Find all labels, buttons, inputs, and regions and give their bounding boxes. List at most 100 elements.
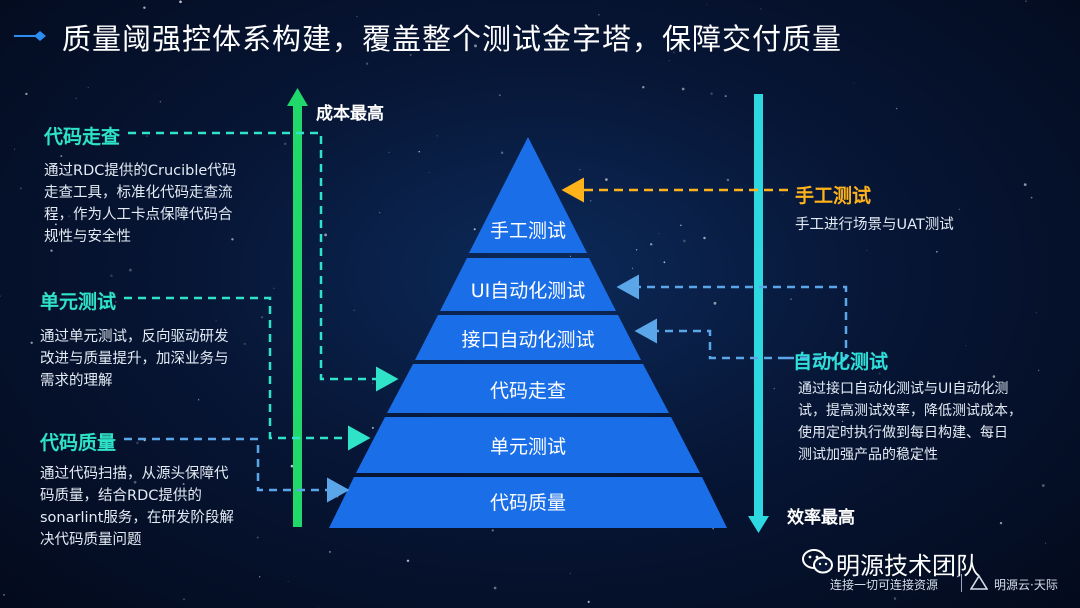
star [25,92,28,96]
star [790,298,792,300]
star [681,87,685,91]
star [713,301,717,305]
star [231,238,234,241]
cost-arrow [287,88,308,527]
star [243,342,246,345]
star [54,223,57,226]
star [680,224,682,227]
star [642,86,645,89]
star [500,151,504,155]
star [143,6,146,9]
star [853,82,855,84]
footer-separator [961,574,962,592]
star [365,62,369,65]
star [45,477,49,481]
star [1041,484,1045,488]
star [54,213,56,215]
star [436,134,439,137]
star [726,178,730,182]
star [256,536,259,539]
star [429,172,430,174]
star [569,255,571,257]
connector-api-auto [634,318,786,360]
pyramid-layer-manual [469,137,587,253]
code-review-title: 代码走查 [44,126,121,148]
star [356,16,358,18]
desc-line: 改进与质量提升，加深业务与 [40,351,229,367]
star [956,575,959,578]
pyramid-layer-ui [440,258,616,311]
star [900,453,904,456]
star [1023,183,1027,186]
manual-test-title: 手工测试 [795,185,872,207]
footer-brand: 明源技术团队 [836,552,980,580]
code-review-desc: 通过RDC提供的Crucible代码 走查工具，标准化代码走查流 程，作为人工卡… [44,160,284,248]
connector-unit-test [124,296,371,451]
star [493,586,497,590]
star [532,30,535,33]
pyramid-layer-unit [356,417,700,473]
star [215,320,217,322]
star [68,215,70,217]
star [1044,542,1047,544]
code-quality-title: 代码质量 [40,432,117,454]
star [30,341,33,344]
star [50,249,53,252]
pyramid-label-unit: 单元测试 [489,436,566,458]
star [183,598,185,601]
pyramid-layer-quality [329,477,727,528]
desc-line: 规性与安全性 [44,229,131,245]
star [179,0,182,4]
footer-sub-brand: 明源云·天际 [994,578,1058,592]
pyramid-label-ui: UI自动化测试 [470,280,586,302]
desc-line: 决代码质量问题 [40,532,142,548]
star [136,441,139,445]
star [128,268,132,272]
star [1037,369,1040,372]
title-diamond-icon [14,31,46,41]
star [961,407,963,410]
star [958,208,961,211]
desc-line: 测试加强产品的稳定性 [798,447,938,463]
star [668,60,670,61]
star [1030,196,1033,199]
desc-line: 试，提高测试效率，降低测试成本， [798,403,1022,419]
star [936,250,938,253]
star [632,267,634,269]
star [841,420,844,423]
pyramid-label-review: 代码走查 [489,380,566,402]
star [965,345,967,347]
mingyuan-logo-icon [970,575,988,590]
star [353,309,355,311]
star [673,51,675,54]
manual-test-desc: 手工进行场景与UAT测试 [795,214,954,236]
star [491,529,494,532]
star [273,287,275,289]
pyramid-layer-api [415,315,641,360]
star [712,528,714,530]
star [87,86,89,89]
star [682,239,686,243]
pyramid-label-api: 接口自动化测试 [461,329,595,351]
star [261,316,264,319]
star [133,480,137,484]
star [200,184,202,186]
star [60,155,63,158]
star [706,4,708,6]
star [409,54,412,56]
star [19,187,22,190]
star [372,382,374,384]
star [371,426,374,429]
star [287,581,289,582]
star [893,597,897,600]
star [992,375,996,378]
star [710,92,713,95]
star [569,572,571,574]
pyramid-layer-review [387,364,669,413]
star [866,250,868,252]
wechat-icon [802,549,833,574]
unit-test-title: 单元测试 [40,291,117,313]
star [1025,0,1027,2]
star [379,212,381,214]
